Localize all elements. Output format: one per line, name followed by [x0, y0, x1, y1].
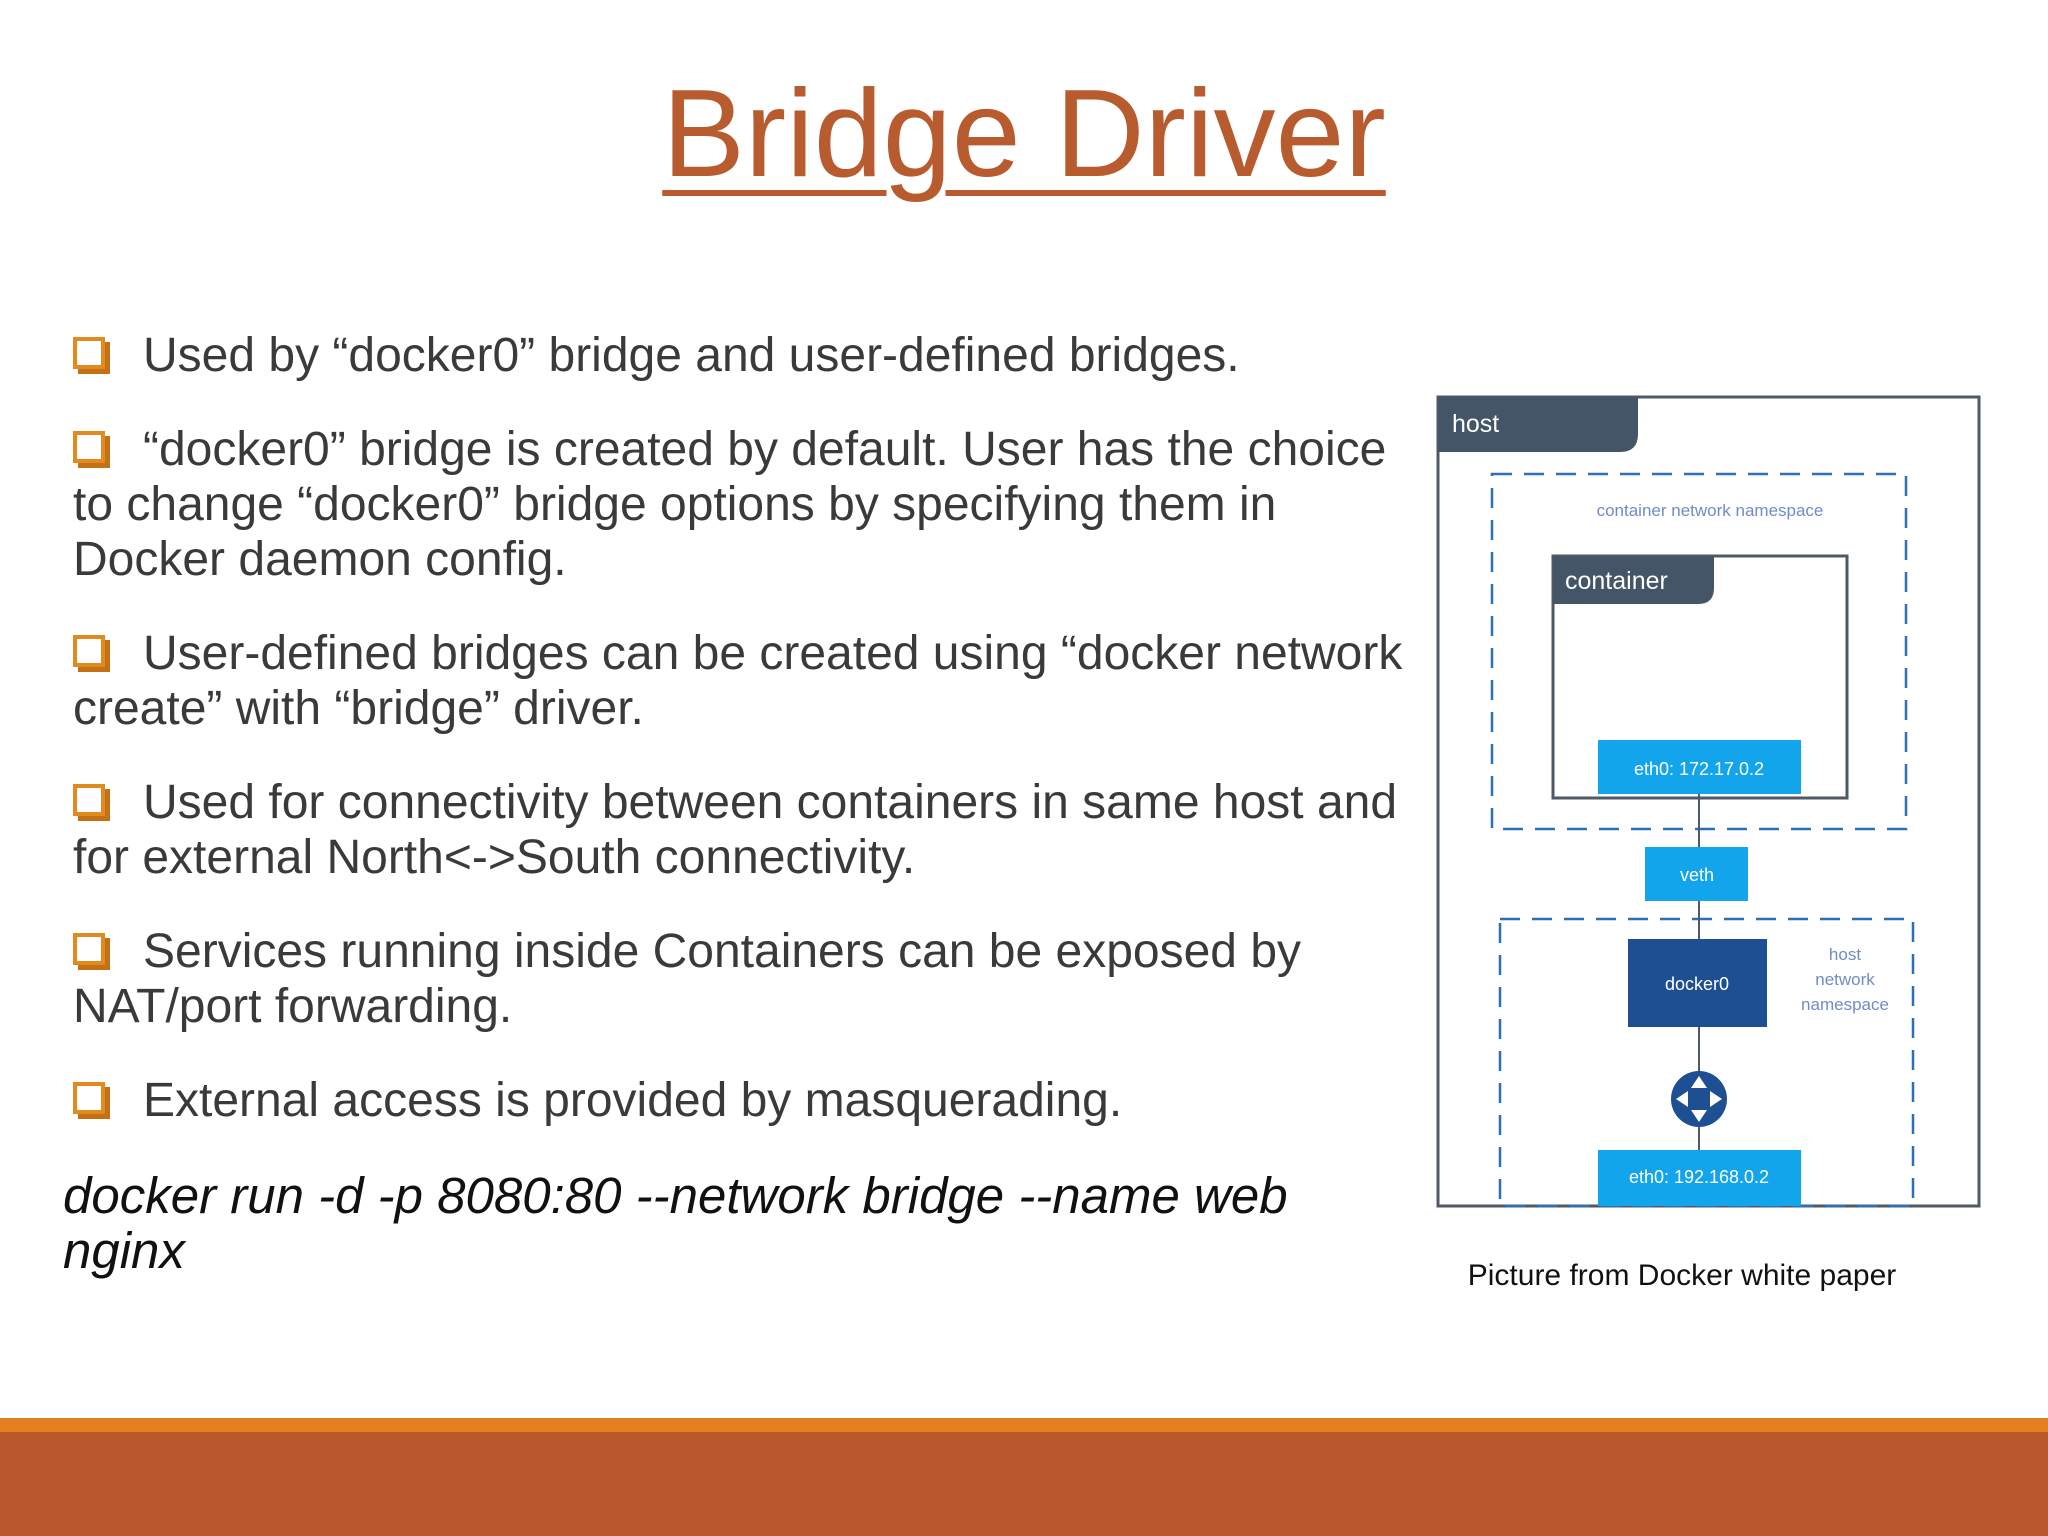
container-tab [1553, 556, 1714, 604]
container-eth-box [1598, 740, 1801, 794]
checkbox-bullet-icon [73, 431, 105, 463]
host-label: host [1452, 410, 1499, 438]
bridge-network-diagram: host container network namespace contain… [1436, 395, 1981, 1208]
host-eth-box [1598, 1150, 1801, 1206]
bullet-item: “docker0” bridge is created by default. … [73, 422, 1403, 587]
docker0-label: docker0 [1665, 974, 1729, 994]
diagram-caption: Picture from Docker white paper [1467, 1259, 1897, 1292]
container-namespace-label: container network namespace [1597, 501, 1824, 520]
host-namespace-label-line1: host [1829, 945, 1861, 964]
bullet-item: Used for connectivity between containers… [73, 775, 1403, 885]
docker0-box [1628, 939, 1767, 1027]
host-box [1436, 395, 1981, 1208]
bullet-text: Used for connectivity between containers… [73, 776, 1398, 884]
host-eth-label: eth0: 192.168.0.2 [1629, 1167, 1769, 1187]
checkbox-bullet-icon [73, 933, 105, 965]
bullet-item: Used by “docker0” bridge and user-define… [73, 328, 1403, 383]
host-namespace-label-line2: network [1815, 970, 1875, 989]
bullet-item: User-defined bridges can be created usin… [73, 626, 1403, 736]
router-icon [1671, 1071, 1727, 1127]
bullet-text: “docker0” bridge is created by default. … [73, 423, 1387, 586]
footer-bar [0, 1432, 2048, 1536]
host-namespace-label-line3: namespace [1801, 995, 1889, 1014]
slide-title-text: Bridge Driver [662, 65, 1386, 203]
checkbox-bullet-icon [73, 337, 105, 369]
container-label: container [1565, 567, 1668, 595]
docker-command: docker run -d -p 8080:80 --network bridg… [63, 1167, 1288, 1279]
checkbox-bullet-icon [73, 1082, 105, 1114]
checkbox-bullet-icon [73, 784, 105, 816]
veth-box [1645, 847, 1748, 901]
bullet-list: Used by “docker0” bridge and user-define… [73, 328, 1403, 1167]
bullet-text: Used by “docker0” bridge and user-define… [143, 329, 1240, 382]
bullet-item: Services running inside Containers can b… [73, 924, 1403, 1034]
checkbox-bullet-icon [73, 635, 105, 667]
footer-accent-line [0, 1418, 2048, 1432]
bullet-text: Services running inside Containers can b… [73, 925, 1302, 1033]
bullet-item: External access is provided by masquerad… [73, 1073, 1403, 1128]
veth-label: veth [1680, 865, 1714, 885]
container-eth-label: eth0: 172.17.0.2 [1634, 759, 1764, 779]
bullet-text: External access is provided by masquerad… [143, 1074, 1123, 1127]
bullet-text: User-defined bridges can be created usin… [73, 627, 1403, 735]
host-tab [1438, 397, 1638, 452]
slide-title: Bridge Driver [0, 64, 2048, 204]
